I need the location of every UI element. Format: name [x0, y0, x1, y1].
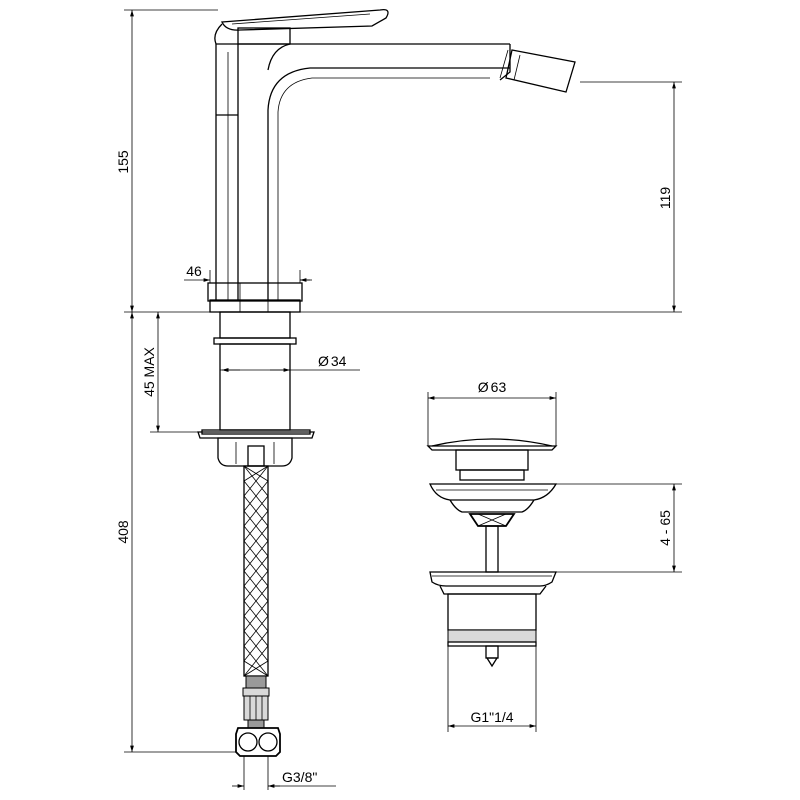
hose-braid-line [243, 600, 269, 632]
dim-waste-range: 4 - 65 [657, 510, 673, 546]
dim-total-height: 155 [115, 150, 131, 174]
hose-braid-line [243, 495, 269, 527]
dim-hose-length: 408 [115, 520, 131, 544]
hose-braid-line [243, 630, 269, 662]
dim-waste-thread: G1"1/4 [470, 709, 513, 725]
hose-braid-line [243, 585, 269, 617]
hose-braid-line [243, 660, 269, 677]
hose-braid-line [243, 555, 269, 587]
hose-braid-line [243, 510, 269, 542]
dim-hole-diameter-value: 34 [331, 353, 347, 369]
diameter-symbol: Ø [478, 379, 489, 395]
dim-max-thickness: 45 MAX [141, 346, 157, 396]
hose-braid-line [243, 525, 269, 557]
mounting-shank [197, 311, 315, 467]
popup-waste [426, 438, 558, 668]
diameter-symbol: Ø [318, 353, 329, 369]
hose-braid-line [243, 465, 269, 482]
hose-braid-line [243, 615, 269, 647]
hose-braid-line [243, 645, 269, 677]
hose-braid-line [243, 465, 269, 497]
dim-waste-diameter-value: 63 [491, 379, 507, 395]
hose-braid-line [243, 480, 269, 512]
flexible-hose [235, 465, 281, 757]
hose-braid-line [243, 540, 269, 572]
hose-braid-line [243, 570, 269, 602]
dim-hose-thread: G3/8" [282, 769, 317, 785]
dimension-lines [124, 9, 682, 790]
dim-base-width: 46 [186, 263, 202, 279]
faucet-body [207, 9, 576, 313]
dim-spout-height: 119 [657, 187, 673, 210]
